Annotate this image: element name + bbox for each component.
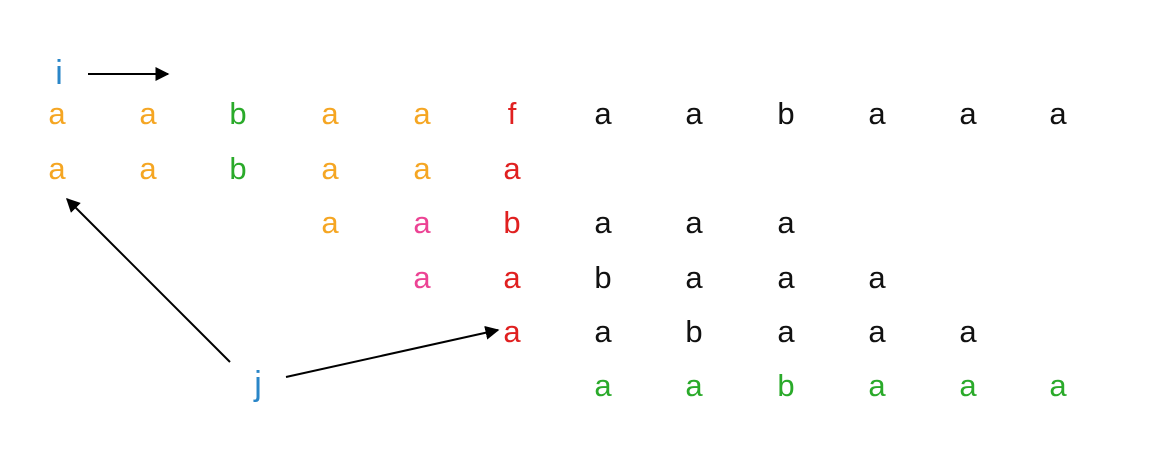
char-pattern-shift-3-3: a — [594, 205, 612, 240]
char-pattern-shift-3-2: b — [503, 205, 521, 240]
char-text-5: f — [507, 96, 517, 131]
char-text-8: b — [777, 96, 795, 131]
pointer-i-label: i — [55, 54, 63, 92]
char-pattern-shift-4-4: a — [777, 260, 795, 295]
char-pattern-shift-3-1: a — [413, 205, 431, 240]
char-pattern-shift-5-5: a — [959, 314, 977, 349]
char-text-7: a — [685, 96, 703, 131]
char-pattern-shift-0-4: a — [413, 151, 431, 186]
char-text-3: a — [321, 96, 339, 131]
char-pattern-shift-0-3: a — [321, 151, 339, 186]
char-pattern-shift-6-3: a — [868, 368, 886, 403]
pointer-j-label: j — [254, 365, 262, 403]
pointer-j-back-arrow — [66, 198, 231, 363]
char-text-6: a — [594, 96, 612, 131]
char-text-4: a — [413, 96, 431, 131]
char-text-9: a — [868, 96, 886, 131]
char-pattern-shift-4-5: a — [868, 260, 886, 295]
pointer-j-forward-arrow — [285, 325, 500, 378]
char-text-11: a — [1049, 96, 1067, 131]
char-text-0: a — [48, 96, 66, 131]
char-pattern-shift-4-0: a — [413, 260, 431, 295]
char-text-2: b — [229, 96, 247, 131]
char-pattern-shift-6-5: a — [1049, 368, 1067, 403]
char-pattern-shift-5-0: a — [503, 314, 521, 349]
char-pattern-shift-3-4: a — [685, 205, 703, 240]
char-text-1: a — [139, 96, 157, 131]
char-pattern-shift-5-2: b — [685, 314, 703, 349]
char-pattern-shift-4-2: b — [594, 260, 612, 295]
char-pattern-shift-6-1: a — [685, 368, 703, 403]
char-pattern-shift-6-4: a — [959, 368, 977, 403]
char-pattern-shift-6-0: a — [594, 368, 612, 403]
char-pattern-shift-3-5: a — [777, 205, 795, 240]
char-pattern-shift-5-4: a — [868, 314, 886, 349]
char-pattern-shift-6-2: b — [777, 368, 795, 403]
char-pattern-shift-0-5: a — [503, 151, 521, 186]
char-pattern-shift-4-1: a — [503, 260, 521, 295]
char-pattern-shift-0-2: b — [229, 151, 247, 186]
char-pattern-shift-5-1: a — [594, 314, 612, 349]
char-pattern-shift-0-0: a — [48, 151, 66, 186]
char-text-10: a — [959, 96, 977, 131]
char-pattern-shift-5-3: a — [777, 314, 795, 349]
char-pattern-shift-0-1: a — [139, 151, 157, 186]
char-pattern-shift-3-0: a — [321, 205, 339, 240]
char-pattern-shift-4-3: a — [685, 260, 703, 295]
